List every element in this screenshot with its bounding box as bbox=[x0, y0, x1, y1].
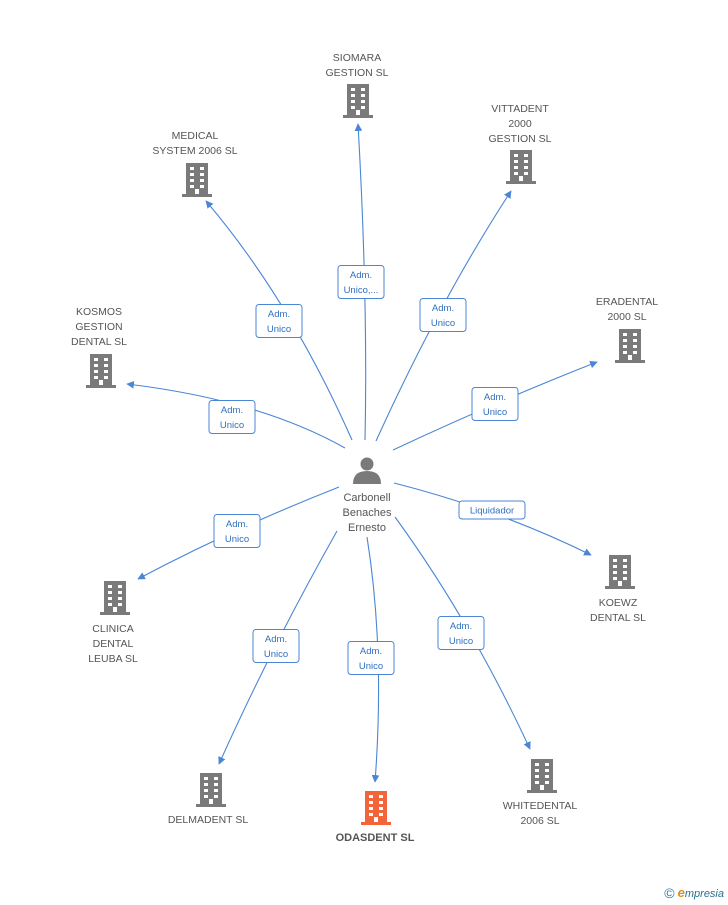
relation-text: Adm. bbox=[432, 303, 454, 314]
relation-text: Unico bbox=[264, 649, 288, 660]
company-node-odasdent[interactable]: ODASDENT SL bbox=[336, 791, 415, 844]
footer-brand: © empresia bbox=[664, 885, 724, 901]
company-node-medical[interactable]: MEDICAL SYSTEM 2006 SL bbox=[152, 130, 238, 197]
relation-label-medical[interactable]: Adm. Unico bbox=[255, 304, 303, 338]
company-name-line: SIOMARA bbox=[333, 52, 381, 64]
relation-box bbox=[252, 629, 300, 663]
building-icon bbox=[343, 84, 373, 118]
company-node-clinica[interactable]: CLINICA DENTAL LEUBA SL bbox=[88, 581, 138, 665]
brand-initial: e bbox=[677, 885, 685, 900]
relation-box bbox=[471, 387, 519, 421]
relation-label-clinica[interactable]: Adm. Unico bbox=[213, 514, 261, 548]
relation-box bbox=[347, 641, 395, 675]
company-node-siomara[interactable]: SIOMARA GESTION SL bbox=[325, 52, 389, 118]
building-icon bbox=[615, 329, 645, 363]
relation-text: Liquidador bbox=[470, 506, 514, 517]
company-node-koewz[interactable]: KOEWZ DENTAL SL bbox=[590, 555, 646, 624]
person-icon bbox=[353, 457, 381, 484]
building-icon bbox=[605, 555, 635, 589]
company-node-whitedental[interactable]: WHITEDENTAL 2006 SL bbox=[503, 759, 578, 827]
relation-text: Adm. bbox=[226, 519, 248, 530]
relation-box bbox=[213, 514, 261, 548]
relation-box bbox=[255, 304, 303, 338]
building-icon bbox=[506, 150, 536, 184]
company-node-kosmos[interactable]: KOSMOS GESTION DENTAL SL bbox=[71, 306, 127, 388]
company-name-line: LEUBA SL bbox=[88, 653, 138, 665]
relation-text: Adm. bbox=[268, 309, 290, 320]
relation-box bbox=[419, 298, 467, 332]
building-icon bbox=[527, 759, 557, 793]
relation-text: Unico bbox=[449, 636, 473, 647]
company-name-line: WHITEDENTAL bbox=[503, 800, 578, 812]
building-icon bbox=[361, 791, 391, 825]
building-icon bbox=[182, 163, 212, 197]
relation-text: Unico bbox=[267, 324, 291, 335]
relation-text: Unico,... bbox=[344, 285, 379, 296]
relation-label-koewz[interactable]: Liquidador bbox=[458, 500, 526, 520]
relation-box bbox=[437, 616, 485, 650]
company-name-line: SYSTEM 2006 SL bbox=[152, 145, 237, 157]
relation-text: Unico bbox=[483, 407, 507, 418]
company-node-eradental[interactable]: ERADENTAL 2000 SL bbox=[596, 296, 658, 363]
relation-text: Unico bbox=[220, 420, 244, 431]
relation-text: Adm. bbox=[350, 270, 372, 281]
relation-box bbox=[337, 265, 385, 299]
company-name-line: DELMADENT SL bbox=[168, 814, 248, 826]
relation-box bbox=[458, 500, 526, 520]
company-name-line: MEDICAL bbox=[172, 130, 219, 142]
person-name-line: Benaches bbox=[343, 507, 392, 519]
relation-text: Adm. bbox=[360, 646, 382, 657]
brand-name: mpresia bbox=[684, 888, 724, 900]
company-name-line: 2006 SL bbox=[520, 815, 559, 827]
company-name-line: 2000 bbox=[508, 118, 532, 130]
company-name-line: GESTION SL bbox=[488, 133, 551, 145]
relation-box bbox=[208, 400, 256, 434]
relation-label-eradental[interactable]: Adm. Unico bbox=[471, 387, 519, 421]
company-name-line: DENTAL SL bbox=[71, 336, 127, 348]
company-name-line: 2000 SL bbox=[607, 311, 646, 323]
relation-text: Adm. bbox=[265, 634, 287, 645]
building-icon bbox=[100, 581, 130, 615]
person-name-line: Carbonell bbox=[343, 492, 390, 504]
relation-label-vittadent[interactable]: Adm. Unico bbox=[419, 298, 467, 332]
relation-label-whitedental[interactable]: Adm. Unico bbox=[437, 616, 485, 650]
company-name-line: VITTADENT bbox=[491, 103, 549, 115]
company-name-line: KOSMOS bbox=[76, 306, 122, 318]
relationship-graph: Adm.Unico,...Adm.UnicoAdm.UnicoAdm.Unico… bbox=[71, 52, 658, 844]
copyright-icon: © bbox=[664, 885, 675, 901]
company-name-line: ODASDENT SL bbox=[336, 832, 415, 844]
company-name-line: CLINICA bbox=[92, 623, 133, 635]
relation-label-odasdent[interactable]: Adm. Unico bbox=[347, 641, 395, 675]
relation-text: Adm. bbox=[450, 621, 472, 632]
relation-label-delmadent[interactable]: Adm. Unico bbox=[252, 629, 300, 663]
relation-text: Unico bbox=[359, 661, 383, 672]
building-icon bbox=[196, 773, 226, 807]
company-name-line: KOEWZ bbox=[599, 597, 638, 609]
person-name-line: Ernesto bbox=[348, 522, 386, 534]
company-name-line: GESTION SL bbox=[325, 67, 388, 79]
relation-text: Adm. bbox=[221, 405, 243, 416]
relation-text: Adm. bbox=[484, 392, 506, 403]
building-icon bbox=[86, 354, 116, 388]
company-name-line: DENTAL SL bbox=[590, 612, 646, 624]
company-node-delmadent[interactable]: DELMADENT SL bbox=[168, 773, 248, 826]
company-name-line: ERADENTAL bbox=[596, 296, 658, 308]
relation-label-siomara[interactable]: Adm. Unico,... bbox=[337, 265, 385, 299]
company-name-line: GESTION bbox=[75, 321, 122, 333]
relation-text: Unico bbox=[431, 318, 455, 329]
relation-text: Unico bbox=[225, 534, 249, 545]
company-name-line: DENTAL bbox=[93, 638, 134, 650]
relation-label-kosmos[interactable]: Adm. Unico bbox=[208, 400, 256, 434]
